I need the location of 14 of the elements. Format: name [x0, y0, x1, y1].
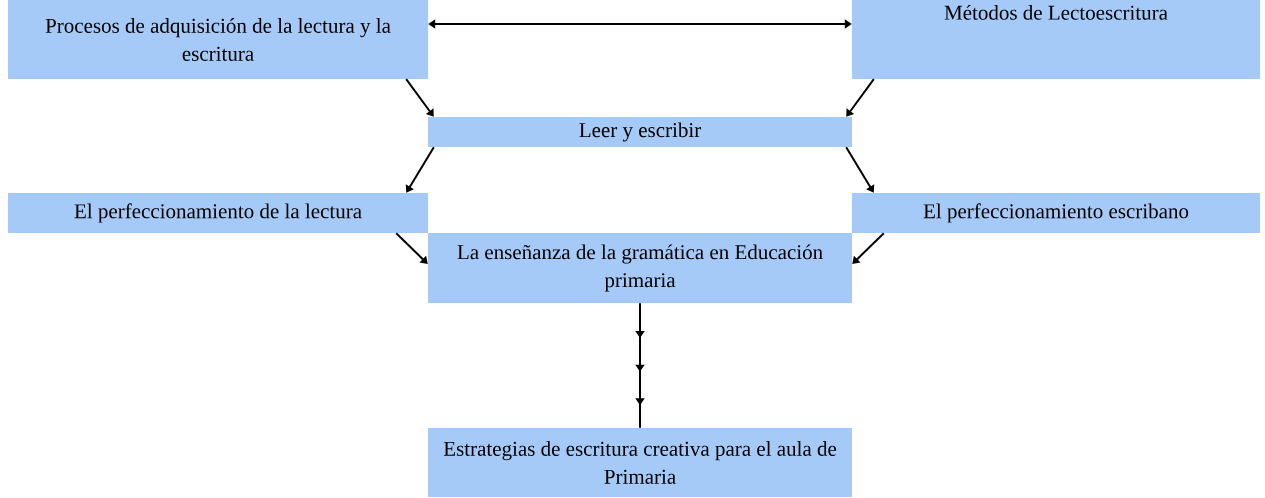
- text-box: El perfeccionamiento de la lectura: [8, 193, 428, 233]
- arrow: [405, 78, 434, 117]
- text-box: Procesos de adquisición de la lectura y la escritura: [8, 0, 428, 79]
- arrow: [852, 232, 885, 264]
- text-box: Leer y escribir: [428, 117, 852, 147]
- text-box: Estrategias de escritura creativa para el aula de Primaria: [428, 428, 852, 497]
- arrow: [428, 19, 852, 29]
- arrow: [405, 146, 435, 193]
- text-box: Métodos de Lectoescritura: [852, 0, 1260, 79]
- text-box: El perfeccionamiento escribano: [852, 193, 1260, 233]
- arrow: [846, 78, 875, 117]
- text-box: La enseñanza de la gramática en Educación primaria: [428, 233, 852, 303]
- arrow: [395, 232, 428, 264]
- arrow: [845, 146, 875, 193]
